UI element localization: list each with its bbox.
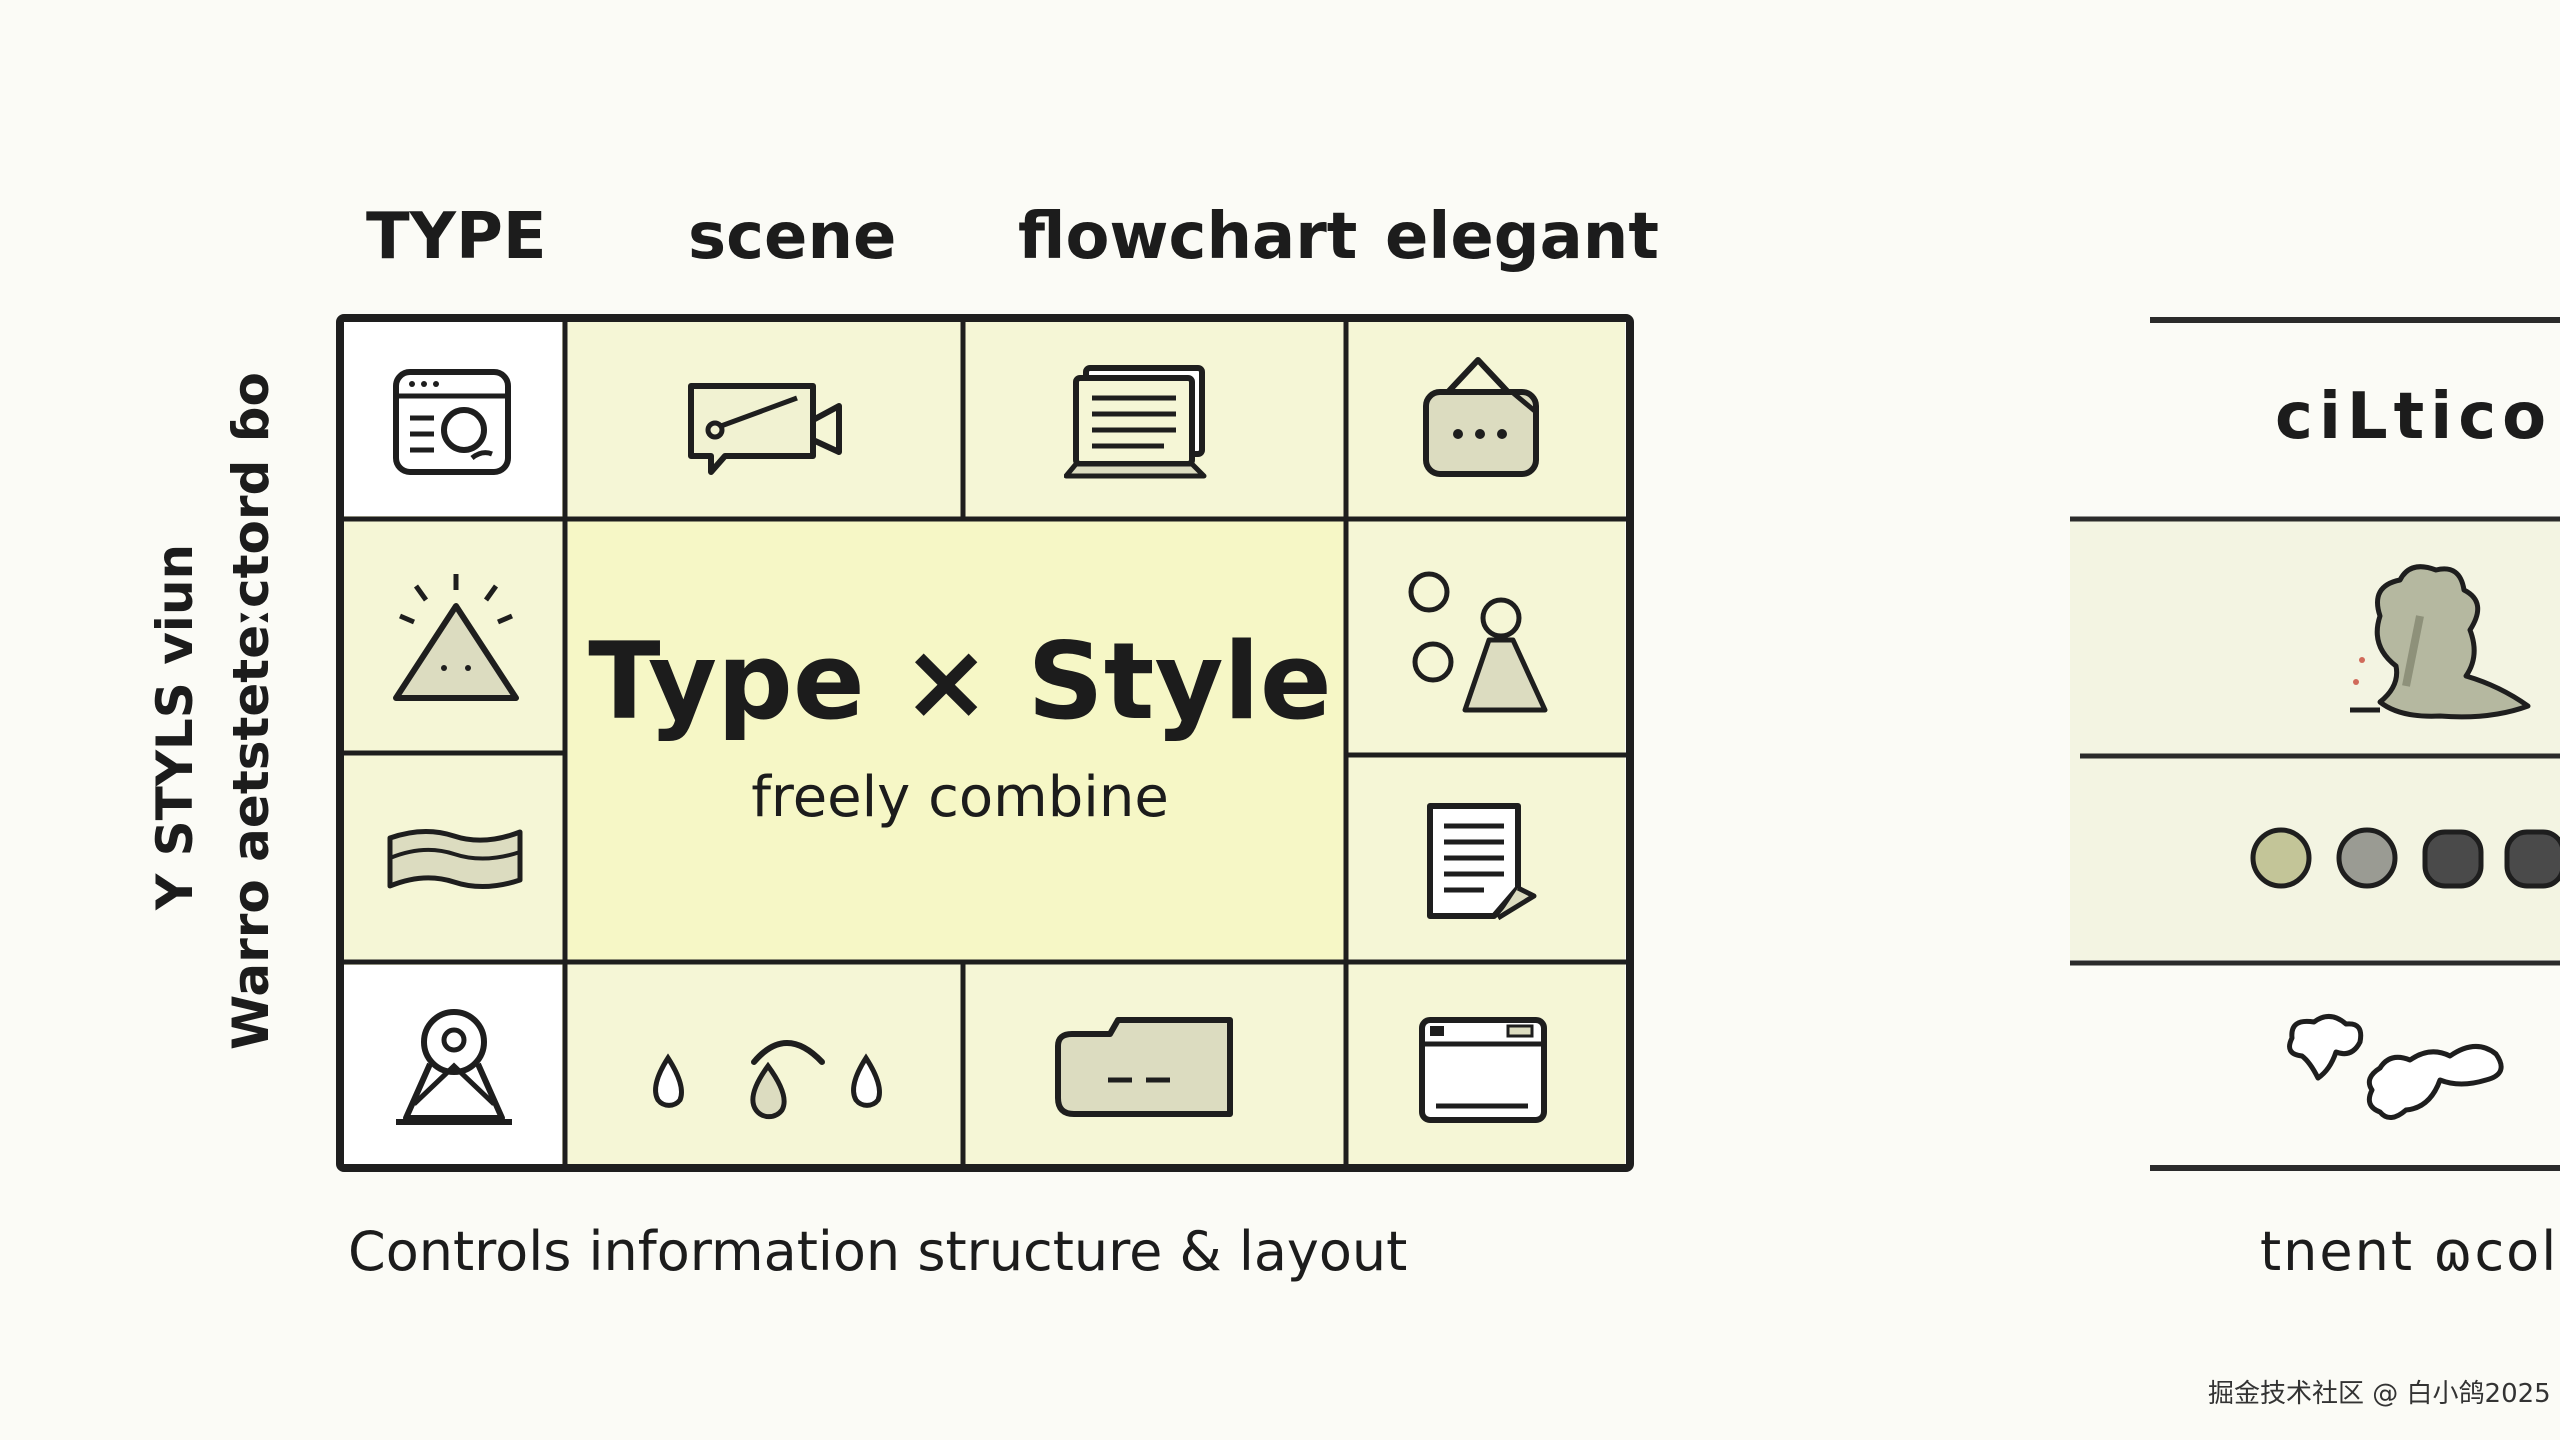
right-panel-shade: [2070, 520, 2560, 960]
grid-border: [336, 314, 1634, 1172]
grid-caption: Controls information structure & layout: [348, 1220, 1408, 1283]
document-lines-icon: [1427, 803, 1537, 921]
speech-clouds-icon: [2287, 1014, 2504, 1120]
tree-blob-icon: [2350, 564, 2531, 720]
browser-window-icon: [1419, 1017, 1547, 1123]
video-camera-icon: [688, 383, 842, 475]
header-scene: scene: [688, 200, 897, 274]
right-panel-caption: tnent ɷcol: [2260, 1220, 2559, 1283]
presenter-stage-icon: [396, 1009, 512, 1125]
folder-tab-icon: [1055, 1017, 1233, 1117]
header-elegant: elegant: [1385, 200, 1659, 274]
pyramid-face-icon: [393, 574, 519, 701]
center-cell: [568, 520, 1344, 960]
header-type: TYPE: [366, 200, 547, 274]
color-dots-icon: [2250, 827, 2560, 889]
chat-envelope-icon: [1423, 357, 1539, 477]
wave-banner-icon: [387, 828, 523, 890]
header-flowchart: flowchart: [1018, 200, 1358, 274]
watermark: 掘金技术社区 @ 白小鸽2025: [2208, 1379, 2551, 1409]
laptop-document-icon: [1064, 365, 1207, 479]
cell-white-top-left: [342, 320, 562, 516]
browser-image-icon: [393, 369, 511, 475]
people-group-icon: [1408, 571, 1548, 713]
right-panel-title: ciLtico: [2275, 380, 2553, 454]
center-subtitle: freely combine: [751, 765, 1169, 830]
water-drops-icon: [653, 1040, 882, 1120]
center-title: Type × Style: [588, 620, 1332, 743]
